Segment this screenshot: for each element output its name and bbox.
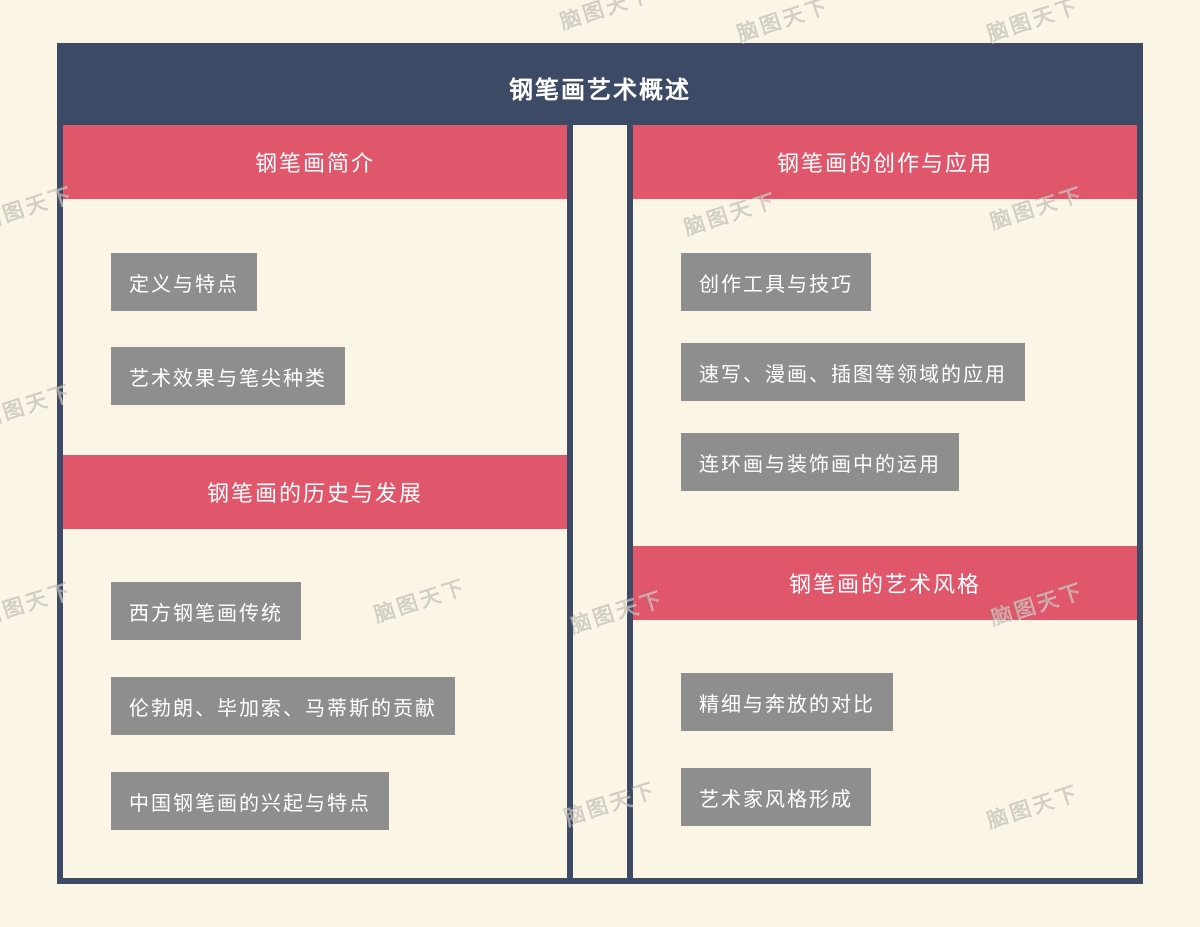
watermark-text: 脑图天下: [984, 0, 1083, 47]
leaf-node[interactable]: 艺术家风格形成: [681, 768, 871, 826]
branch-title: 钢笔画简介: [254, 151, 375, 176]
leaf-label: 艺术效果与笔尖种类: [129, 367, 327, 390]
leaf-node[interactable]: 连环画与装饰画中的运用: [681, 433, 959, 491]
branch-title: 钢笔画的历史与发展: [206, 481, 423, 506]
leaf-node[interactable]: 西方钢笔画传统: [111, 582, 301, 640]
leaf-label: 定义与特点: [129, 273, 239, 296]
root-node[interactable]: 钢笔画艺术概述: [63, 49, 1137, 125]
leaf-label: 创作工具与技巧: [699, 273, 853, 296]
leaf-node[interactable]: 精细与奔放的对比: [681, 673, 893, 731]
root-node-title: 钢笔画艺术概述: [509, 76, 691, 104]
leaf-node[interactable]: 创作工具与技巧: [681, 253, 871, 311]
column-divider-gap: [573, 125, 627, 878]
leaf-label: 中国钢笔画的兴起与特点: [129, 792, 371, 815]
leaf-label: 精细与奔放的对比: [699, 693, 875, 716]
leaf-label: 艺术家风格形成: [699, 788, 853, 811]
branch-node-history[interactable]: 钢笔画的历史与发展: [63, 455, 567, 529]
leaf-label: 连环画与装饰画中的运用: [699, 453, 941, 476]
branch-title: 钢笔画的艺术风格: [788, 572, 981, 597]
branch-title: 钢笔画的创作与应用: [776, 151, 993, 176]
branch-node-intro[interactable]: 钢笔画简介: [63, 125, 567, 199]
leaf-node[interactable]: 速写、漫画、插图等领域的应用: [681, 343, 1025, 401]
mindmap-diagram: 钢笔画艺术概述 钢笔画简介 定义与特点 艺术效果与笔尖种类 钢笔画的历史与发展 …: [57, 43, 1143, 884]
section-body-creation: 创作工具与技巧 速写、漫画、插图等领域的应用 连环画与装饰画中的运用: [633, 199, 1137, 546]
leaf-label: 速写、漫画、插图等领域的应用: [699, 363, 1007, 386]
watermark-text: 脑图天下: [734, 0, 833, 47]
section-body-intro: 定义与特点 艺术效果与笔尖种类: [63, 199, 567, 455]
section-body-history: 西方钢笔画传统 伦勃朗、毕加索、马蒂斯的贡献 中国钢笔画的兴起与特点: [63, 529, 567, 880]
column-left: 钢笔画简介 定义与特点 艺术效果与笔尖种类 钢笔画的历史与发展 西方钢笔画传统 …: [63, 125, 573, 878]
leaf-node[interactable]: 伦勃朗、毕加索、马蒂斯的贡献: [111, 677, 455, 735]
branch-node-style[interactable]: 钢笔画的艺术风格: [633, 546, 1137, 620]
leaf-node[interactable]: 中国钢笔画的兴起与特点: [111, 772, 389, 830]
leaf-node[interactable]: 艺术效果与笔尖种类: [111, 347, 345, 405]
watermark-text: 脑图天下: [557, 0, 656, 35]
leaf-node[interactable]: 定义与特点: [111, 253, 257, 311]
leaf-label: 伦勃朗、毕加索、马蒂斯的贡献: [129, 697, 437, 720]
section-body-style: 精细与奔放的对比 艺术家风格形成: [633, 620, 1137, 876]
leaf-label: 西方钢笔画传统: [129, 602, 283, 625]
column-right: 钢笔画的创作与应用 创作工具与技巧 速写、漫画、插图等领域的应用 连环画与装饰画…: [627, 125, 1137, 878]
branch-node-creation[interactable]: 钢笔画的创作与应用: [633, 125, 1137, 199]
branch-columns: 钢笔画简介 定义与特点 艺术效果与笔尖种类 钢笔画的历史与发展 西方钢笔画传统 …: [63, 125, 1137, 878]
